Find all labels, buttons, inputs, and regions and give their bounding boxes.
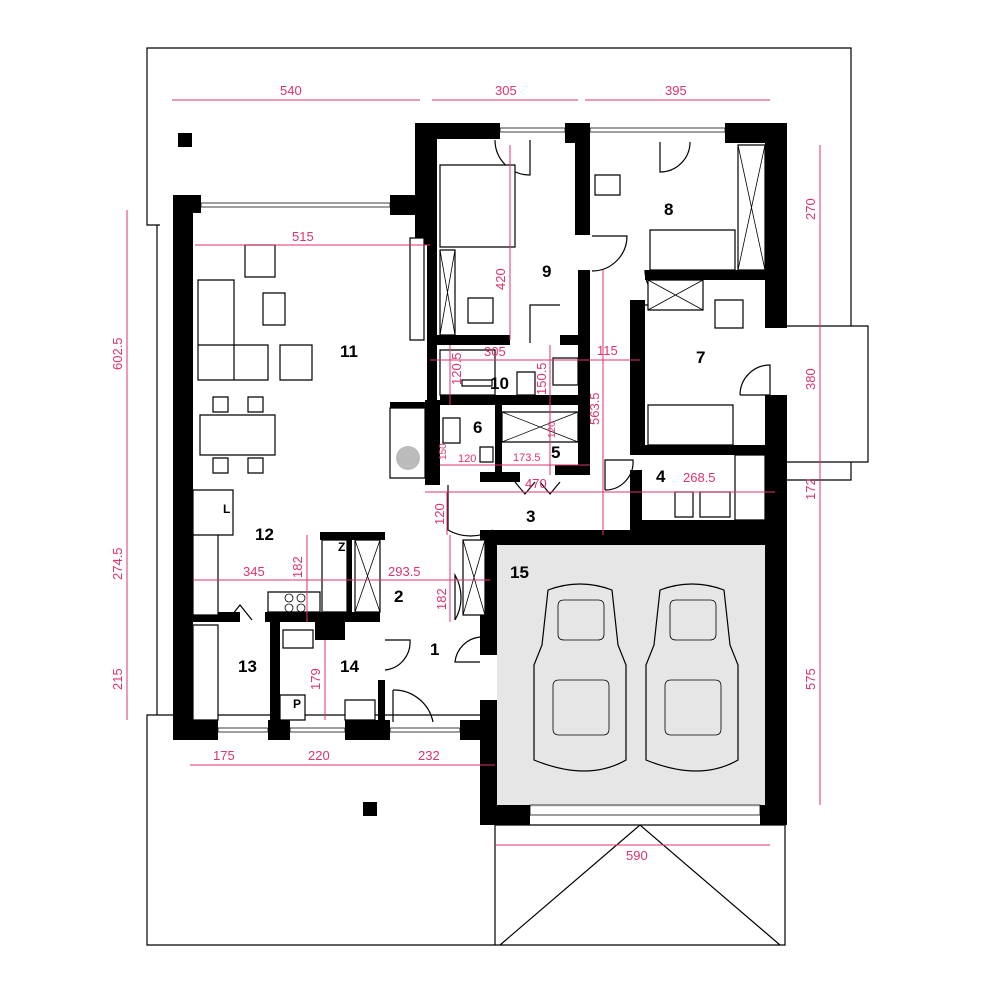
dim-label-right_380: 380	[803, 368, 818, 390]
dim-label-right_270: 270	[803, 198, 818, 220]
dim-label-r5_120: 120	[547, 421, 558, 438]
dim-label-bot_175: 175	[213, 748, 235, 763]
fridge-label: Z	[338, 540, 345, 554]
dim-label-r6_150: 150	[438, 443, 449, 460]
dim-label-living_515: 515	[292, 229, 314, 244]
dim-label-k_345: 345	[243, 564, 265, 579]
dim-label-top_305: 305	[495, 83, 517, 98]
room-9-label: 9	[542, 262, 551, 281]
dim-label-r6_120: 120	[458, 453, 476, 465]
dim-label-bot_220: 220	[308, 748, 330, 763]
dim-label-right_172: 172	[803, 478, 818, 500]
dim-label-bot_232: 232	[418, 748, 440, 763]
washer-label: P	[293, 697, 301, 711]
dim-label-left_274_5: 274.5	[110, 547, 125, 580]
dim-label-r4_268_5: 268.5	[683, 470, 716, 485]
room-4-label: 4	[656, 467, 666, 486]
dim-label-bed9_420: 420	[493, 268, 508, 290]
dim-label-e_182: 182	[434, 588, 449, 610]
car-windows	[552, 599, 722, 736]
furniture-details	[354, 144, 766, 616]
dimension-lines	[126, 99, 821, 846]
walls	[173, 123, 787, 825]
dim-label-hall_115: 115	[597, 343, 618, 358]
dim-label-k_182: 182	[290, 556, 305, 578]
boiler	[396, 446, 420, 470]
cars	[533, 583, 739, 772]
dim-label-top_395: 395	[665, 83, 687, 98]
dim-label-r10_305: 305	[484, 344, 506, 359]
dim-label-top_540: 540	[280, 83, 302, 98]
dim-label-hall_470: 470	[525, 476, 547, 491]
room-13-label: 13	[238, 657, 257, 676]
fixture-labels: L Z P	[223, 502, 345, 711]
room-15-label: 15	[510, 563, 529, 582]
room-14-label: 14	[340, 657, 359, 676]
dim-label-hall_563_5: 563.5	[587, 392, 602, 425]
room-5-label: 5	[551, 443, 560, 462]
dim-label-right_575: 575	[803, 668, 818, 690]
linen-cabinet-label: L	[223, 502, 230, 516]
garage-floor	[497, 545, 765, 807]
dim-label-r10_150_5: 150.5	[534, 362, 549, 395]
room-1-label: 1	[430, 640, 439, 659]
cooktop-burners	[284, 593, 306, 613]
windows	[178, 127, 782, 816]
dim-label-hall_120: 120	[432, 503, 447, 525]
dim-label-left_602_5: 602.5	[110, 337, 125, 370]
room-3-label: 3	[526, 507, 535, 526]
dim-label-r5_173_5: 173.5	[513, 452, 541, 464]
room-2-label: 2	[394, 587, 403, 606]
room-6-label: 6	[473, 418, 482, 437]
dim-label-r14_179: 179	[308, 668, 323, 690]
dim-label-k_293_5: 293.5	[388, 564, 421, 579]
roof-outline	[146, 47, 869, 946]
room-10-label: 10	[490, 374, 509, 393]
room-12-label: 12	[255, 525, 274, 544]
dim-label-left_215: 215	[110, 668, 125, 690]
dim-label-r10_120_5: 120.5	[449, 352, 464, 385]
room-11-label: 11	[340, 342, 358, 361]
room-8-label: 8	[664, 200, 673, 219]
room-7-label: 7	[696, 348, 705, 367]
dim-label-garage_590: 590	[626, 848, 648, 863]
